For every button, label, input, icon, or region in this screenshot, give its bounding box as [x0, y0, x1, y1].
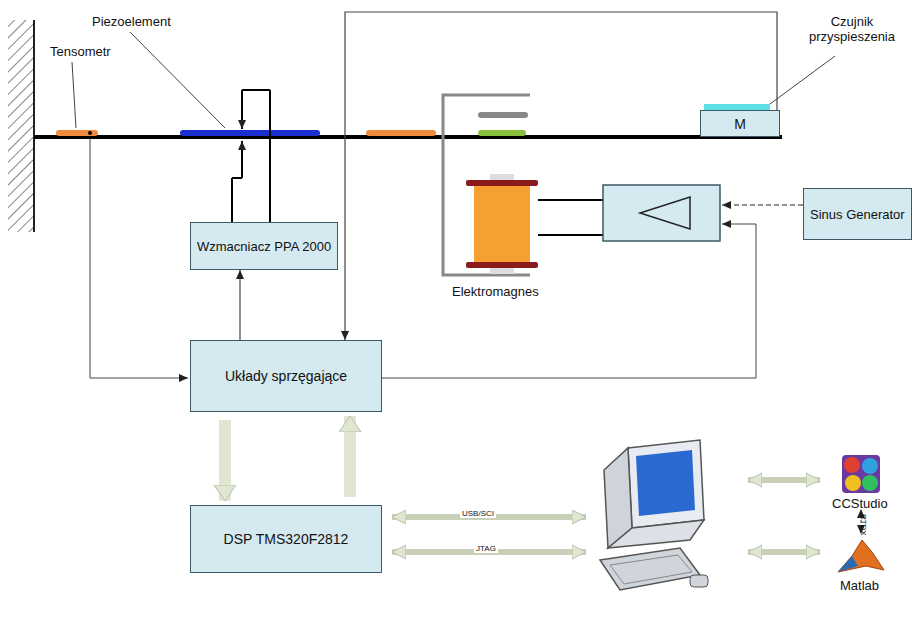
signal-connector	[239, 270, 240, 340]
part-label: CCStudio	[832, 496, 888, 511]
part-label: JTAG	[474, 544, 498, 553]
part-label: Elektromagnes	[452, 284, 539, 299]
block-box: Wzmacniacz PPA 2000	[190, 222, 338, 270]
block-box: M	[700, 110, 780, 137]
signal-connector	[345, 12, 777, 340]
part-label: Matlab	[840, 578, 879, 593]
part-label: Czujnik przyspieszenia	[800, 14, 904, 44]
data-bus-arrow	[344, 416, 356, 497]
box-text: Wzmacniacz PPA 2000	[197, 239, 331, 254]
part-label: Tensometr	[50, 44, 111, 59]
box-text: M	[734, 116, 746, 132]
data-bus-arrow	[219, 420, 231, 501]
box-text: DSP TMS320F2812	[224, 531, 349, 547]
block-box: Sinus Generator	[803, 188, 912, 240]
part-label: USB/SCI	[460, 509, 496, 518]
box-text: Układy sprzęgające	[225, 368, 347, 384]
part-label: RTDX	[859, 514, 868, 536]
part-label: Piezoelement	[92, 14, 171, 29]
block-box: DSP TMS320F2812	[190, 505, 382, 573]
box-text: Sinus Generator	[810, 207, 905, 222]
block-box: Układy sprzęgające	[190, 340, 382, 412]
